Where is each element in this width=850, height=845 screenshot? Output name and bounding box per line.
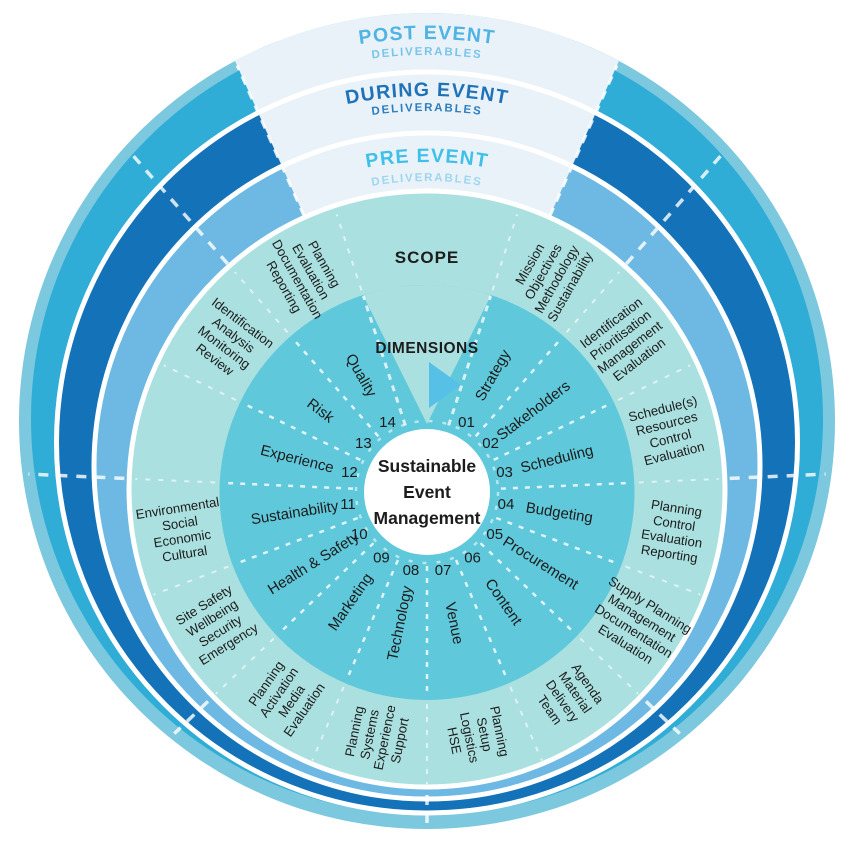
- dimension-number: 08: [403, 562, 420, 579]
- dimension-divider: [493, 402, 612, 462]
- scope-divider: [234, 271, 289, 334]
- dimensions-header-label: DIMENSIONS: [375, 340, 478, 357]
- dimension-divider: [291, 337, 380, 438]
- center-title-line: Management: [374, 508, 481, 528]
- phase-label-wedge: [235, 12, 619, 218]
- dimension-number: 03: [496, 464, 513, 481]
- dimension-number: 13: [355, 435, 372, 452]
- scope-divider: [565, 271, 620, 334]
- center-dashed-halo: [354, 419, 500, 565]
- dimensions-notch-wedge: [363, 285, 491, 424]
- scope-divider: [638, 477, 719, 484]
- dimension-number: 04: [498, 496, 515, 513]
- scope-text-line: Control: [652, 513, 696, 534]
- phase-deliverables-text: DELIVERABLES: [371, 102, 482, 118]
- center-circle: [364, 429, 490, 555]
- play-triangle-icon: [429, 362, 461, 408]
- scope-divider: [153, 565, 229, 596]
- dimension-number: 06: [464, 549, 481, 566]
- phase-wedge-edge: [548, 64, 619, 217]
- scope-divider: [311, 686, 345, 761]
- scope-text-block: Supply PlanningManagementDocumentationEv…: [581, 573, 694, 676]
- dimension-number: 01: [458, 414, 475, 431]
- scope-divider: [625, 565, 701, 596]
- scope-text-line: Setup: [474, 716, 496, 753]
- dimension-number: 09: [373, 549, 390, 566]
- phase-deliverables-post-event: DELIVERABLES: [371, 46, 483, 61]
- scope-text-block: PlanningControlEvaluationReporting: [638, 496, 708, 566]
- dimension-divider: [479, 542, 576, 634]
- dimension-number: 11: [340, 496, 356, 513]
- scope-divider: [163, 364, 237, 401]
- outer-ring-divider: [729, 472, 826, 481]
- outer-ring-divider: [625, 149, 727, 265]
- dimension-number: 12: [341, 464, 358, 481]
- scope-text-block: EnvironmentalSocialEconomicCultural: [135, 494, 228, 568]
- notch-edge: [361, 295, 407, 426]
- phase-deliverables-during-event: DELIVERABLES: [371, 102, 483, 118]
- outer-ring-divider: [644, 700, 681, 735]
- outer-ring-divider: [127, 149, 229, 265]
- scope-divider: [509, 686, 543, 761]
- outer-ring-divider: [173, 700, 210, 735]
- phase-deliverables-pre-event: DELIVERABLES: [371, 172, 484, 189]
- dimension-number: 05: [486, 526, 503, 543]
- phase-wedge-edge: [235, 64, 306, 217]
- scope-header-label: SCOPE: [395, 248, 460, 267]
- dimension-divider: [235, 516, 359, 565]
- scope-text-line: Social: [161, 513, 199, 533]
- scope-divider: [617, 364, 691, 401]
- center-title-line: Sustainable: [378, 456, 476, 476]
- dimension-number: 14: [379, 414, 396, 431]
- dimension-divider: [474, 337, 563, 438]
- scope-divider: [135, 477, 216, 484]
- dimension-divider: [454, 559, 509, 681]
- scope-text-block: Schedule(s)ResourcesControlEvaluation: [627, 393, 710, 470]
- scope-divider: [335, 213, 363, 291]
- scope-text-line: HSE: [444, 726, 464, 756]
- ring-separator: [54, 69, 800, 816]
- dimension-divider: [495, 516, 619, 565]
- phase-deliverables-text: DELIVERABLES: [371, 172, 482, 189]
- dimension-number: 10: [351, 526, 368, 543]
- dimension-number: 02: [482, 435, 499, 452]
- dimension-number: 07: [435, 562, 452, 579]
- scope-text-block: PlanningSetupLogisticsHSE: [442, 705, 512, 768]
- ring-separator: [126, 188, 728, 790]
- notch-edge: [447, 295, 493, 426]
- dimension-divider: [500, 481, 631, 490]
- dimension-divider: [242, 402, 361, 462]
- scope-divider: [215, 637, 275, 695]
- center-title-line: Event: [403, 482, 451, 502]
- scope-divider: [491, 213, 519, 291]
- scope-divider: [579, 637, 639, 695]
- divider-lines: [28, 64, 826, 823]
- dimension-divider: [278, 542, 375, 634]
- outer-ring-divider: [28, 472, 125, 481]
- dimension-divider: [345, 559, 400, 681]
- dimension-divider: [223, 481, 354, 490]
- scope-text-line: Cultural: [161, 543, 208, 565]
- phase-deliverables-text: DELIVERABLES: [371, 46, 481, 61]
